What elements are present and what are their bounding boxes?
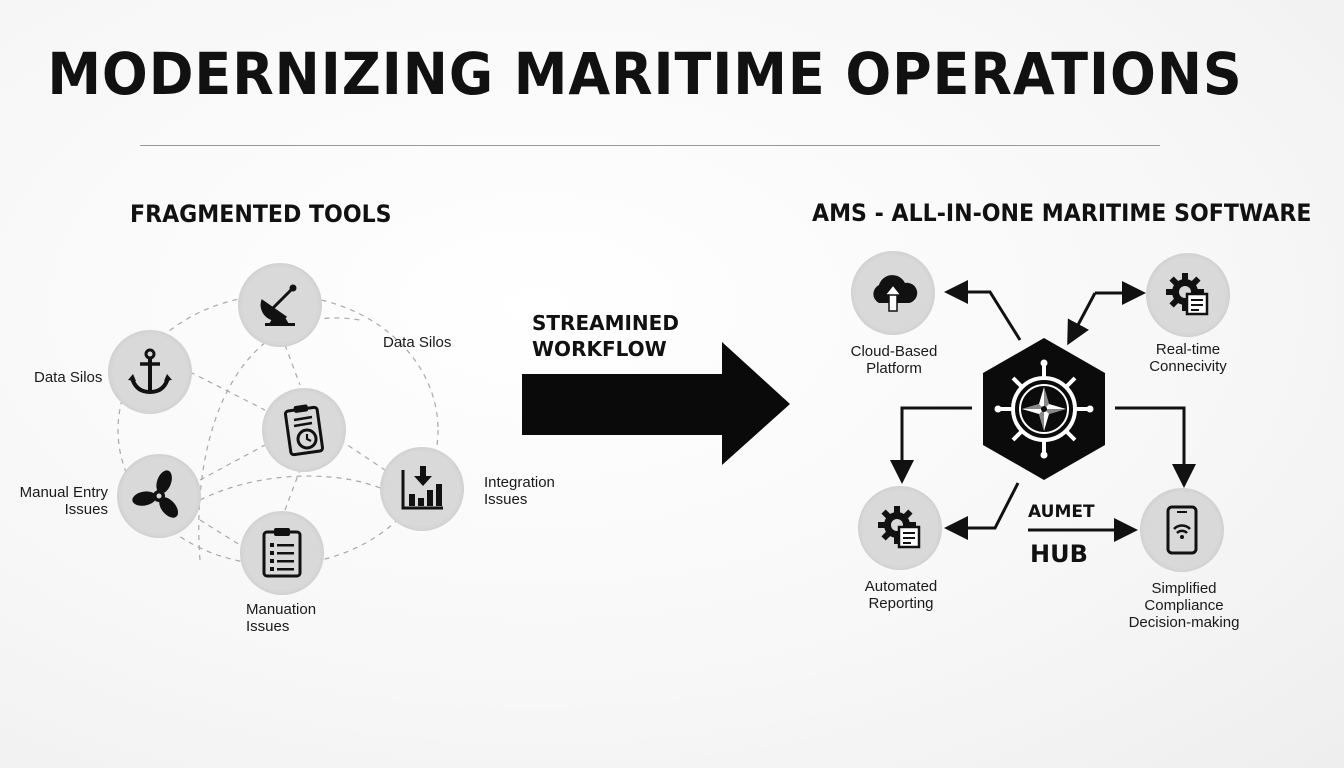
checklist-icon	[262, 528, 302, 578]
dashed-link-propeller-clipboard	[199, 444, 266, 481]
anchor-node	[108, 330, 192, 414]
dashed-link-dish-clipboard	[284, 344, 301, 386]
satellite-dish-node	[238, 263, 322, 347]
chart-download-icon	[401, 466, 443, 510]
page-title: MODERNIZING MARITIME OPERATIONS	[47, 40, 1243, 108]
connector-hub-reporting	[890, 406, 972, 484]
workflow-arrow	[522, 342, 790, 465]
dashed-arc-lower	[199, 475, 386, 501]
anchor-icon	[128, 348, 172, 395]
ams-heading: AMS - ALL-IN-ONE MARITIME SOFTWARE	[812, 199, 1312, 227]
connector-cloud-hub	[944, 280, 1022, 341]
central-hub	[983, 338, 1105, 480]
hub-label-hub: HUB	[1030, 540, 1088, 568]
data-silos-label-top: Data Silos	[383, 334, 452, 351]
chart-download-node	[380, 447, 464, 531]
realtime-connectivity-node	[1146, 253, 1230, 337]
connector-hub-compliance	[1115, 406, 1196, 488]
connector-hub-reporting-lower	[944, 482, 1020, 540]
mobile-wifi-icon	[1166, 505, 1198, 555]
simplified-compliance-node	[1140, 488, 1224, 572]
fragmented-tools-heading: FRAGMENTED TOOLS	[130, 200, 392, 228]
gear-report-icon	[878, 506, 921, 549]
dashed-link-propeller-checklist	[199, 519, 241, 546]
clipboard-clock-node	[262, 388, 346, 472]
hub-label-aumet: AUMET	[1028, 502, 1095, 522]
dashed-link-anchor-clipboard	[189, 371, 266, 411]
ship-wheel-compass-icon	[994, 359, 1094, 459]
dashed-link-checklist-clipboard	[284, 469, 301, 511]
cloud-upload-icon	[873, 275, 918, 312]
automated-reporting-node	[858, 486, 942, 570]
cloud-platform-node	[851, 251, 935, 335]
data-silos-label-left: Data Silos	[34, 369, 103, 386]
propeller-icon	[132, 470, 179, 518]
gear-report-icon	[1166, 273, 1209, 316]
checklist-node	[240, 511, 324, 595]
propeller-node	[117, 454, 201, 538]
title-divider	[140, 145, 1160, 146]
connector-realtime-hub	[1067, 292, 1097, 346]
clipboard-clock-icon	[283, 404, 325, 457]
satellite-dish-icon	[260, 284, 297, 326]
